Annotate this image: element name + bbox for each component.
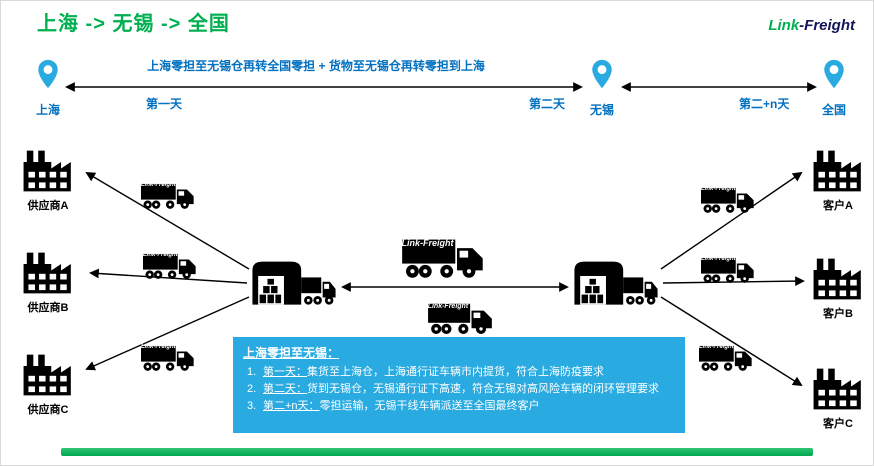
warehouse-icon-shanghai — [251, 253, 337, 309]
truck-brand-label: Link-Freight — [427, 303, 469, 311]
map-pin-icon — [37, 59, 59, 89]
map-pin-shanghai — [37, 59, 59, 89]
info-box-title: 上海零担至无锡： — [243, 346, 340, 360]
truck-brand-label: Link-Freight — [143, 252, 178, 259]
customer-c-label: 客户C — [823, 418, 853, 430]
truck-icon: Link-Freight — [701, 181, 757, 215]
factory-icon-customer-b — [811, 257, 865, 301]
map-pin-icon — [591, 59, 613, 89]
truck-icon: Link-Freight — [141, 339, 197, 373]
pin-label-wuxi: 无锡 — [589, 103, 614, 117]
info-box: 上海零担至无锡： 1.第一天：集货至上海仓，上海通行证车辆市内提货，符合上海防疫… — [233, 337, 685, 433]
factory-icon-customer-a — [811, 149, 865, 193]
info-item: 2.第二天：货到无锡仓，无锡通行证下高速，符合无锡对高风险车辆的闭环管理要求 — [247, 383, 659, 396]
logo-link-part: Link — [768, 17, 800, 34]
customer-b-label: 客户B — [823, 308, 853, 320]
map-pin-wuxi — [591, 59, 613, 89]
factory-icon-customer-c — [811, 367, 865, 411]
map-pin-icon — [823, 59, 845, 89]
factory-icon-supplier-c — [21, 353, 75, 397]
page-title: 上海 -> 无锡 -> 全国 — [37, 13, 230, 35]
info-item: 3.第二+n天：零担运输，无锡干线车辆派送至全国最终客户 — [247, 400, 540, 413]
pin-label-shanghai: 上海 — [35, 103, 60, 117]
truck-brand-label: Link-Freight — [141, 182, 176, 189]
truck-icon-linehaul-main: Link-Freight — [399, 231, 491, 279]
warehouse-icon-wuxi — [573, 253, 659, 309]
truck-icon-linehaul-return: Link-Freight — [425, 297, 499, 335]
logo-freight-part: -Freight — [799, 17, 855, 34]
brand-logo: Link-Freight — [768, 17, 855, 34]
map-pin-nationwide — [823, 59, 845, 89]
truck-icon: Link-Freight — [701, 251, 757, 285]
factory-icon-supplier-b — [21, 251, 75, 295]
truck-brand-label: Link-Freight — [701, 186, 736, 193]
timeline-note: 上海零担至无锡仓再转全国零担 + 货物至无锡仓再转零担到上海 — [147, 59, 485, 73]
bottom-accent-bar — [61, 448, 813, 456]
supplier-c-label: 供应商C — [27, 404, 69, 416]
factory-icon-supplier-a — [21, 149, 75, 193]
truck-icon: Link-Freight — [143, 247, 199, 281]
timeline-label-day2n: 第二+n天 — [739, 97, 790, 111]
timeline-label-day1: 第一天 — [146, 97, 183, 111]
pin-label-nationwide: 全国 — [821, 103, 846, 117]
truck-brand-label: Link-Freight — [401, 237, 454, 248]
supplier-a-label: 供应商A — [27, 200, 69, 212]
info-item: 1.第一天：集货至上海仓，上海通行证车辆市内提货，符合上海防疫要求 — [247, 366, 604, 378]
timeline-label-day2: 第二天 — [529, 97, 566, 111]
truck-brand-label: Link-Freight — [141, 344, 176, 351]
customer-a-label: 客户A — [823, 200, 853, 212]
truck-icon: Link-Freight — [699, 339, 755, 373]
truck-icon: Link-Freight — [141, 177, 197, 211]
truck-brand-label: Link-Freight — [699, 344, 734, 351]
supplier-b-label: 供应商B — [27, 302, 69, 314]
truck-brand-label: Link-Freight — [701, 256, 736, 263]
